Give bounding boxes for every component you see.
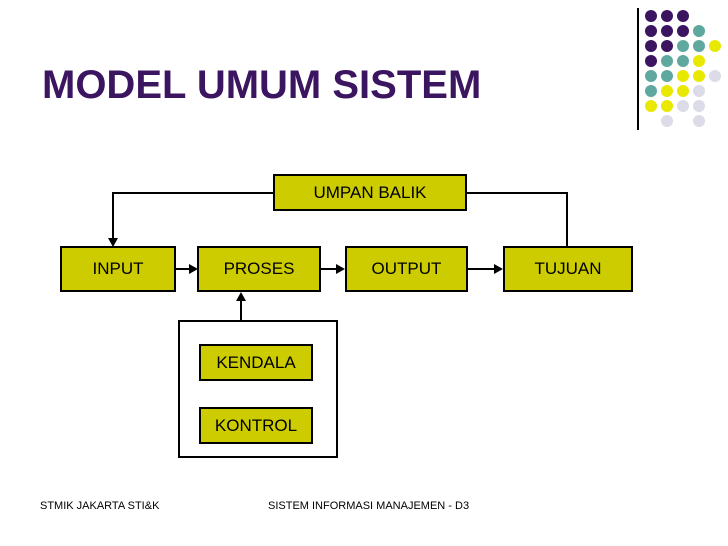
feedback-line-left-horizontal bbox=[112, 192, 273, 194]
decorative-dot bbox=[661, 70, 673, 82]
decorative-dot bbox=[677, 70, 689, 82]
decorative-dot bbox=[661, 85, 673, 97]
decorative-dot bbox=[677, 100, 689, 112]
decorative-dot bbox=[645, 55, 657, 67]
feedback-line-left-vertical bbox=[112, 192, 114, 240]
decorative-dot bbox=[693, 40, 705, 52]
diagram-node-tujuan: TUJUAN bbox=[503, 246, 633, 292]
node-label-tujuan: TUJUAN bbox=[534, 259, 602, 278]
decorative-dot bbox=[677, 40, 689, 52]
decorative-dot bbox=[661, 100, 673, 112]
flow-line-proses-to-output bbox=[321, 268, 337, 270]
decorative-dot bbox=[677, 55, 689, 67]
decorative-dot bbox=[661, 10, 673, 22]
decorative-dot bbox=[645, 85, 657, 97]
footer-right-text: SISTEM INFORMASI MANAJEMEN - D3 bbox=[268, 500, 470, 512]
node-label-output: OUTPUT bbox=[371, 259, 442, 278]
node-label-input: INPUT bbox=[92, 259, 144, 278]
decorative-dot bbox=[693, 115, 705, 127]
decorative-dot bbox=[645, 40, 657, 52]
decorative-dot bbox=[661, 55, 673, 67]
decorative-dot bbox=[645, 10, 657, 22]
decorative-dot bbox=[677, 10, 689, 22]
decorative-dot bbox=[693, 85, 705, 97]
diagram-node-input: INPUT bbox=[60, 246, 176, 292]
feedback-arrowhead-to-input bbox=[108, 238, 118, 247]
flow-line-output-to-tujuan bbox=[468, 268, 495, 270]
diagram-node-umpan-balik: UMPAN BALIK bbox=[273, 174, 467, 211]
footer-left-text: STMIK JAKARTA STI&K bbox=[40, 500, 160, 512]
diagram-node-output: OUTPUT bbox=[345, 246, 468, 292]
flow-line-input-to-proses bbox=[176, 268, 191, 270]
diagram-node-proses: PROSES bbox=[197, 246, 321, 292]
decorative-dot-grid bbox=[645, 10, 721, 130]
flow-arrowhead-input-to-proses bbox=[189, 264, 198, 274]
node-label-umpan-balik: UMPAN BALIK bbox=[313, 182, 427, 202]
decorative-dot bbox=[645, 70, 657, 82]
node-label-proses: PROSES bbox=[223, 259, 295, 278]
decorative-dot bbox=[661, 115, 673, 127]
decorative-dot bbox=[693, 25, 705, 37]
control-arrowhead-to-proses bbox=[236, 292, 246, 301]
decorative-dot bbox=[677, 85, 689, 97]
flow-arrowhead-output-to-tujuan bbox=[494, 264, 503, 274]
decorative-vertical-rule bbox=[637, 8, 639, 130]
decorative-dot bbox=[693, 70, 705, 82]
flow-arrowhead-proses-to-output bbox=[336, 264, 345, 274]
decorative-dot bbox=[677, 25, 689, 37]
decorative-dot bbox=[661, 40, 673, 52]
decorative-dot bbox=[645, 25, 657, 37]
feedback-line-right-vertical bbox=[566, 192, 568, 248]
decorative-dot bbox=[693, 100, 705, 112]
decorative-dot bbox=[709, 70, 721, 82]
diagram-node-kontrol: KONTROL bbox=[199, 407, 313, 444]
decorative-dot bbox=[709, 40, 721, 52]
page-title: MODEL UMUM SISTEM bbox=[42, 63, 482, 107]
node-label-kendala: KENDALA bbox=[216, 352, 296, 372]
feedback-line-right-horizontal bbox=[467, 192, 568, 194]
decorative-dot bbox=[645, 100, 657, 112]
node-label-kontrol: KONTROL bbox=[214, 415, 298, 435]
control-line-to-proses bbox=[240, 296, 242, 322]
diagram-node-kendala: KENDALA bbox=[199, 344, 313, 381]
decorative-dot bbox=[661, 25, 673, 37]
decorative-dot bbox=[693, 55, 705, 67]
